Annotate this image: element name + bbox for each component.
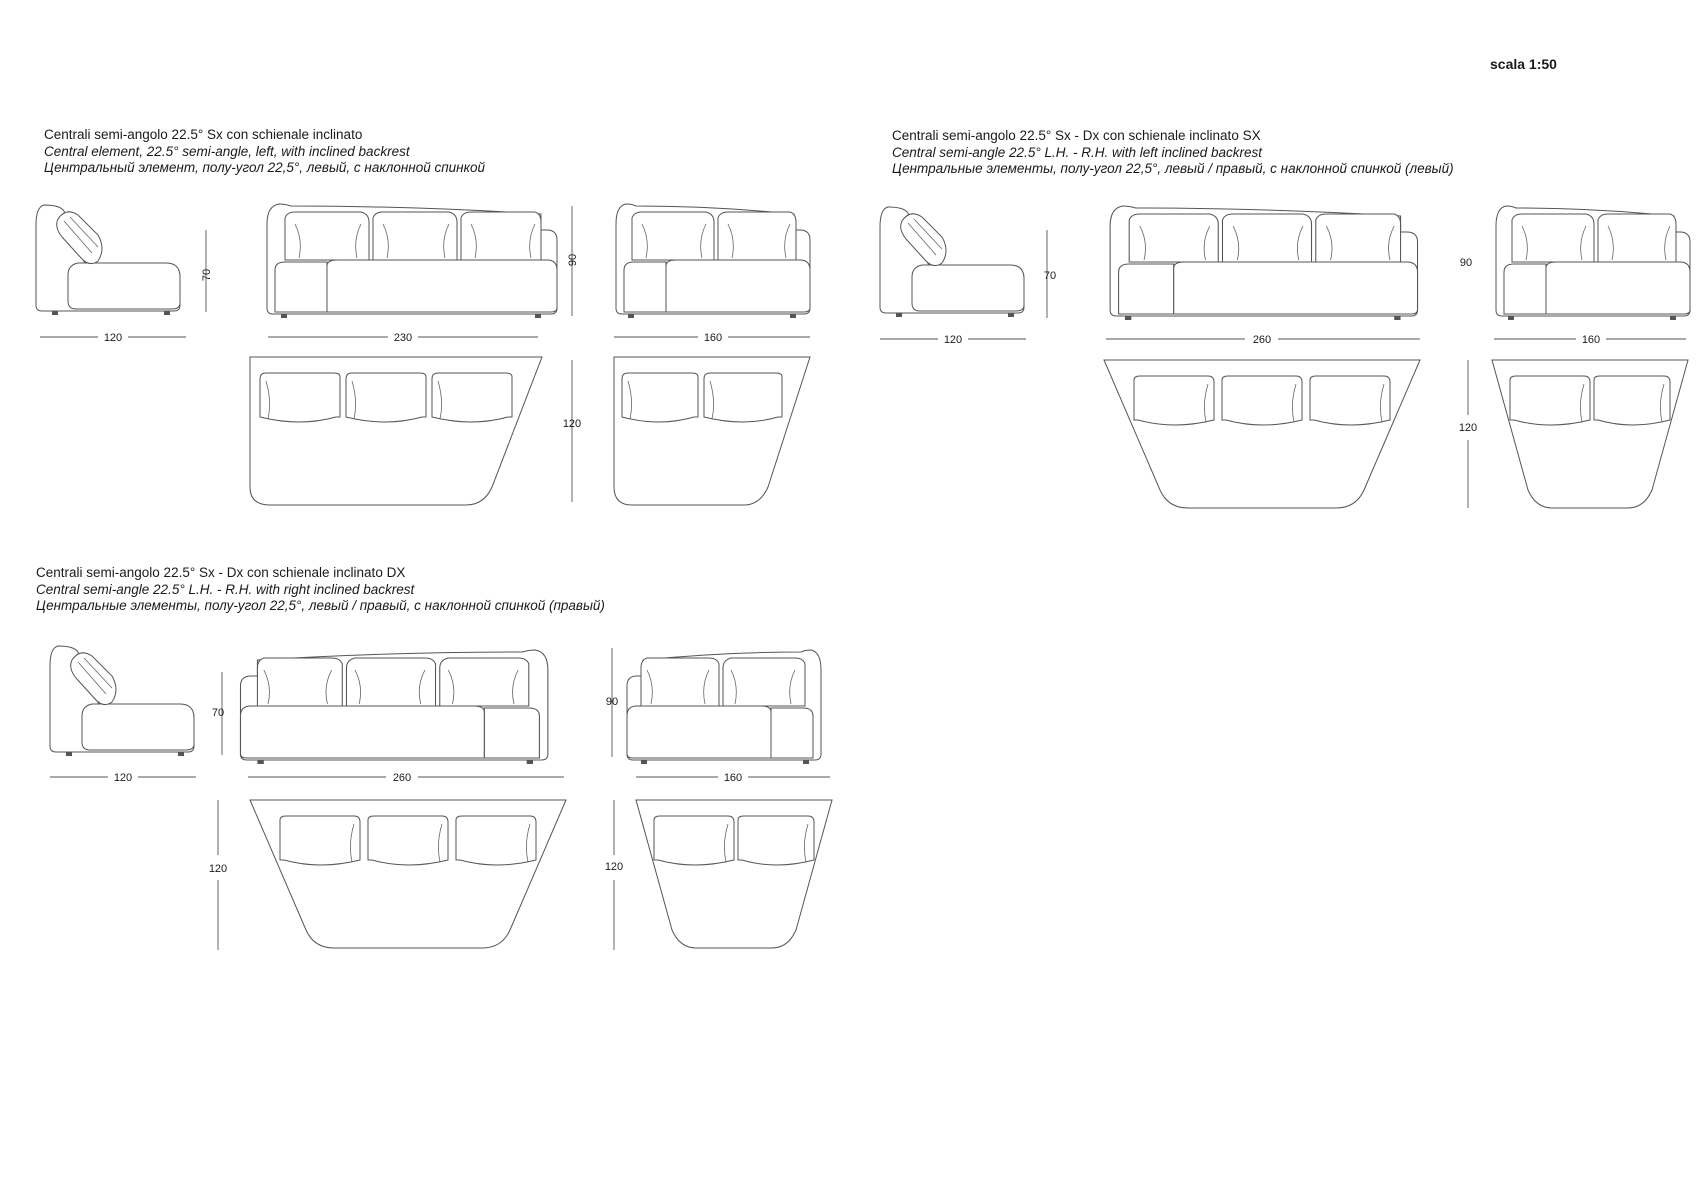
group-3-drawings: 70 120 260 90 160 120 120 — [49, 645, 833, 950]
scale-label: scala 1:50 — [1490, 56, 1557, 72]
g2-plan-small — [1491, 359, 1689, 509]
group-2-caption: Centrali semi-angolo 22.5° Sx - Dx con s… — [892, 128, 1454, 178]
g3-plan-large — [249, 799, 567, 949]
g1-side-view — [35, 204, 181, 316]
g3-front-large — [239, 649, 549, 765]
group-1-drawings: 70 120 230 90 160 120 — [35, 203, 811, 506]
g3-side-view — [49, 645, 195, 757]
g2-plan-large — [1103, 359, 1421, 509]
group-2-title-it: Centrali semi-angolo 22.5° Sx - Dx con s… — [892, 128, 1261, 143]
g1-large-width: 230 — [394, 332, 412, 344]
group-1-title-ru: Центральный элемент, полу-угол 22,5°, ле… — [44, 160, 485, 175]
group-3-title-it: Centrali semi-angolo 22.5° Sx - Dx con s… — [36, 565, 406, 580]
g1-front-small — [615, 203, 811, 319]
g2-small-width: 160 — [1582, 334, 1600, 346]
g1-plan-large — [249, 356, 543, 506]
g3-side-width: 120 — [114, 772, 132, 784]
g3-side-height: 70 — [212, 707, 224, 719]
group-3-title-en: Central semi-angle 22.5° L.H. - R.H. wit… — [36, 581, 415, 597]
g1-side-height: 70 — [201, 269, 213, 281]
group-1-title-it: Centrali semi-angolo 22.5° Sx con schien… — [44, 127, 363, 142]
g3-front-small — [626, 649, 822, 765]
g1-plan-small — [613, 356, 811, 506]
g3-large-width: 260 — [393, 772, 411, 784]
group-2-drawings: 70 120 260 90 160 120 — [879, 205, 1691, 509]
g1-small-width: 160 — [704, 332, 722, 344]
group-2-title-ru: Центральные элементы, полу-угол 22,5°, л… — [892, 161, 1454, 176]
g2-side-height: 70 — [1044, 270, 1056, 282]
g2-large-width: 260 — [1253, 334, 1271, 346]
g2-side-view — [879, 206, 1025, 318]
g2-front-large — [1109, 205, 1419, 321]
g1-front-large — [266, 203, 558, 319]
group-2-title-en: Central semi-angle 22.5° L.H. - R.H. wit… — [892, 144, 1263, 160]
g3-plan-small — [635, 799, 833, 949]
group-1-title-en: Central element, 22.5° semi-angle, left,… — [44, 143, 410, 159]
g2-large-height: 90 — [1460, 257, 1472, 269]
group-3-title-ru: Центральные элементы, полу-угол 22,5°, л… — [36, 598, 605, 613]
g1-large-depth: 120 — [563, 418, 581, 430]
g3-small-width: 160 — [724, 772, 742, 784]
g3-small-depth: 120 — [605, 861, 623, 873]
g3-large-depth: 120 — [209, 863, 227, 875]
g1-large-height: 90 — [567, 254, 579, 266]
g1-side-width: 120 — [104, 332, 122, 344]
group-1-caption: Centrali semi-angolo 22.5° Sx con schien… — [44, 127, 485, 177]
g2-front-small — [1495, 205, 1691, 321]
g2-side-width: 120 — [944, 334, 962, 346]
g2-depth: 120 — [1459, 422, 1477, 434]
g3-large-height: 90 — [606, 696, 618, 708]
group-3-caption: Centrali semi-angolo 22.5° Sx - Dx con s… — [36, 565, 605, 615]
